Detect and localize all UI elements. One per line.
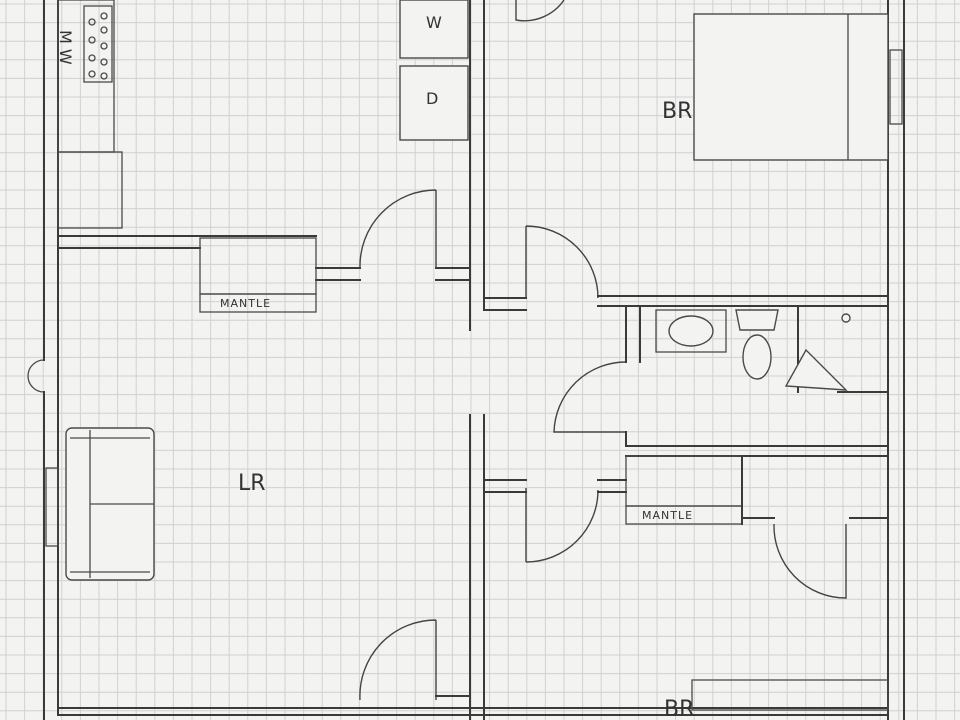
windows bbox=[27, 49, 903, 547]
washer-label: W bbox=[426, 13, 442, 32]
sofa bbox=[65, 427, 155, 581]
bedroom-bottom-label: BR bbox=[664, 697, 694, 720]
lr-mantle bbox=[199, 237, 317, 313]
bedroom-top-label: BR bbox=[662, 99, 692, 124]
kitchen-lr-wall bbox=[57, 235, 471, 281]
kitchen-counter bbox=[57, 0, 123, 229]
center-walls bbox=[469, 0, 485, 720]
dryer-label: D bbox=[426, 89, 438, 108]
exterior-walls bbox=[43, 0, 905, 720]
doors bbox=[359, 0, 847, 701]
br-mantle bbox=[435, 455, 889, 697]
bed bbox=[691, 13, 889, 711]
br-mantle-label: MANTLE bbox=[642, 509, 693, 522]
bathroom-fixtures bbox=[655, 309, 851, 391]
living-room-label: LR bbox=[238, 471, 266, 496]
stove-burners bbox=[88, 12, 108, 80]
laundry bbox=[399, 0, 469, 141]
lr-mantle-label: MANTLE bbox=[220, 297, 271, 310]
microwave-label: M W bbox=[56, 30, 75, 65]
